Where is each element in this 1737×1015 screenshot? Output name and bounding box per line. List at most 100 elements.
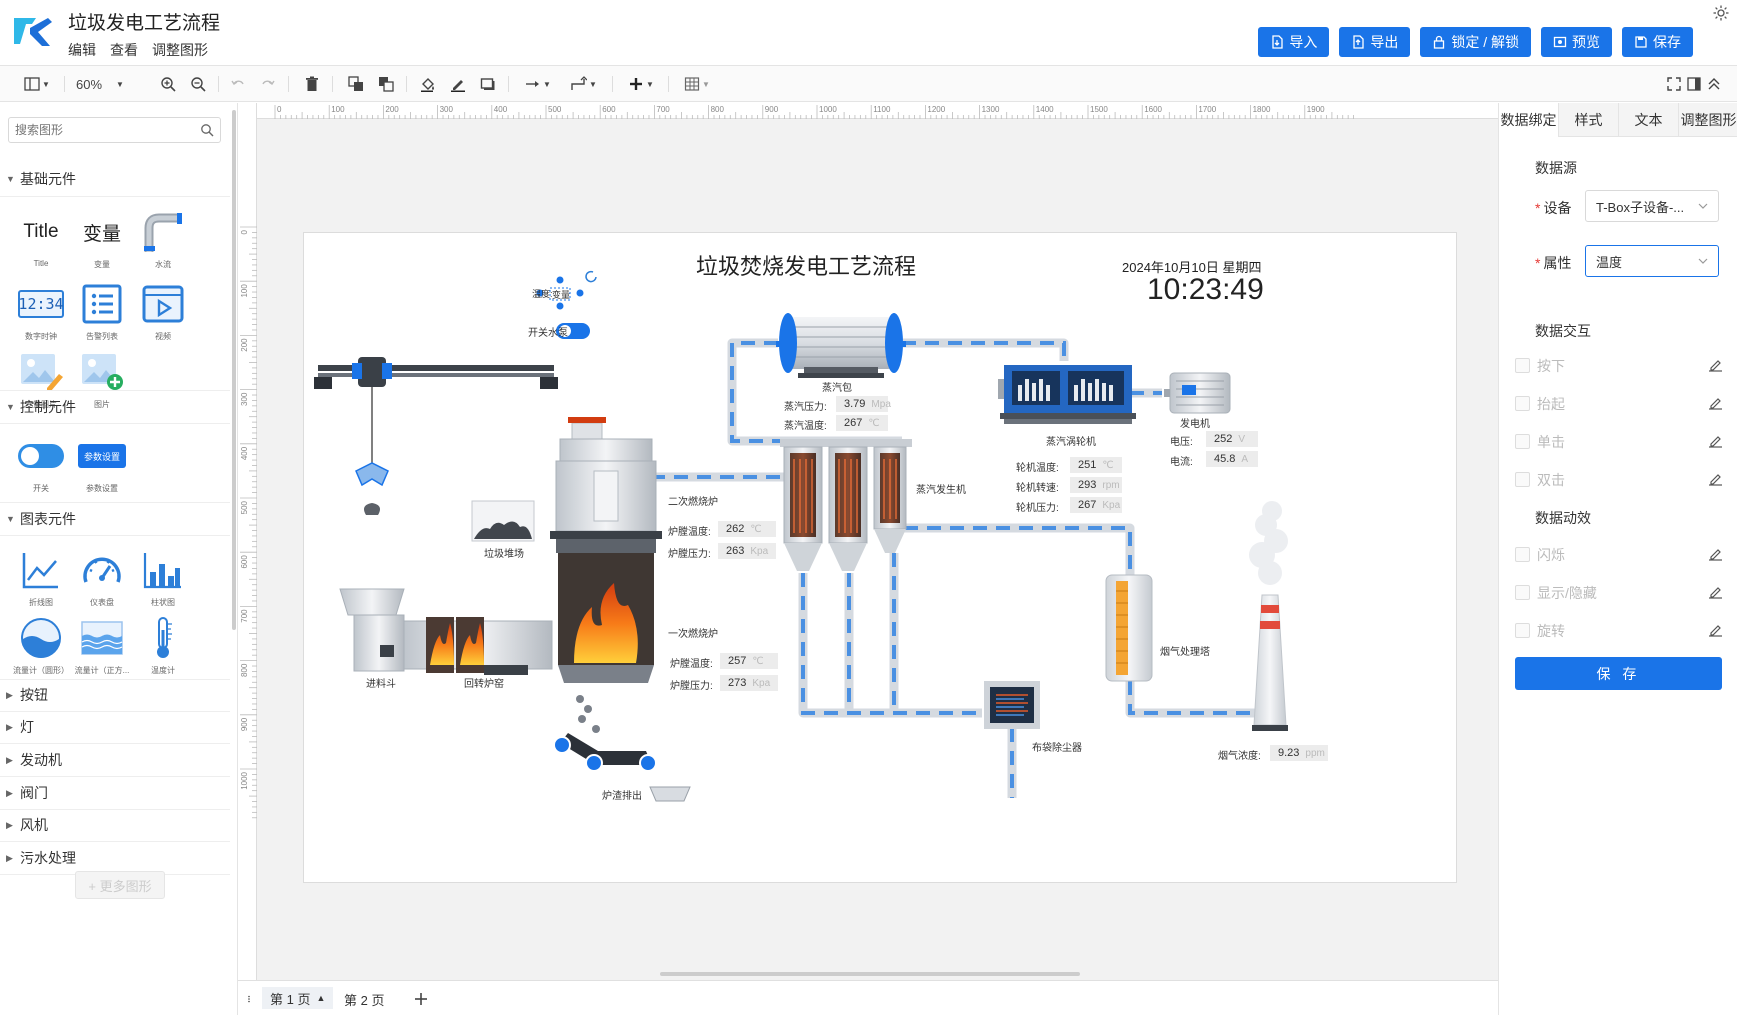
delete-button[interactable] [302,73,322,95]
shape-thermometer[interactable]: 温度计 [134,615,192,676]
save-header-button[interactable]: 保存 [1622,27,1693,57]
category-motor[interactable]: ▶发动机 [0,746,230,774]
shape-gauge[interactable]: 仪表盘 [73,547,131,608]
category-button[interactable]: ▶按钮 [0,681,230,709]
category-fan[interactable]: ▶风机 [0,811,230,839]
checkbox-click[interactable] [1515,434,1530,449]
shape-bar-chart[interactable]: 柱状图 [134,547,192,608]
diagram-date: 2024年10月10日 星期四 [1122,260,1262,275]
settings-sun-icon[interactable] [1713,5,1729,21]
undo-button[interactable] [228,73,248,95]
edit-icon[interactable] [1708,357,1723,372]
caret-right-icon: ▶ [6,787,13,798]
device-select[interactable]: T-Box子设备-... [1585,190,1719,222]
fullscreen-button[interactable] [1666,73,1682,95]
edit-icon[interactable] [1708,433,1723,448]
connector-style-button[interactable]: ▼ [520,73,556,95]
widget-temp-variable[interactable]: 变量 [552,290,571,300]
shape-alarm-list[interactable]: 告警列表 [73,281,131,342]
tab-text[interactable]: 文本 [1619,103,1679,137]
shape-search-input[interactable] [9,118,189,142]
shape-variable[interactable]: 变量 变量 [73,209,131,270]
checkbox-lift[interactable] [1515,396,1530,411]
edit-icon[interactable] [1708,584,1723,599]
zoom-out-button[interactable] [188,73,208,95]
category-control[interactable]: ▼控制元件 [0,393,230,421]
save-header-label: 保存 [1653,34,1681,50]
reading-label: 轮机转速: [1016,483,1059,494]
layout-toggle-button[interactable]: ▼ [20,73,54,95]
flowmeter-round-icon [21,618,61,658]
page-tab-1[interactable]: 第 1 页 ▲ [262,987,334,1011]
app-header: 垃圾发电工艺流程 编辑 查看 调整图形 导入 导出 锁定 / 解锁 预览 保存 [0,0,1737,66]
more-shapes-button[interactable]: + 更多图形 [75,871,165,899]
ruler-label: 300 [240,392,249,406]
waypoint-button[interactable]: ▼ [566,73,602,95]
line-color-button[interactable] [448,73,468,95]
import-button[interactable]: 导入 [1258,27,1330,57]
menu-edit[interactable]: 编辑 [68,42,96,58]
divider [0,809,230,810]
checkbox-rotate[interactable] [1515,623,1530,638]
category-basic[interactable]: ▼基础元件 [0,165,230,193]
checkbox-show-hide[interactable] [1515,585,1530,600]
zoom-in-button[interactable] [158,73,178,95]
ruler-label: 200 [385,105,399,114]
save-binding-button[interactable]: 保 存 [1515,657,1722,690]
pump-switch[interactable] [556,323,590,339]
edit-icon[interactable] [1708,622,1723,637]
collapse-button[interactable] [1706,73,1722,95]
shape-switch[interactable]: 开关 [12,433,70,494]
export-button[interactable]: 导出 [1339,27,1411,57]
tab-style[interactable]: 样式 [1559,103,1619,137]
shape-video[interactable]: 视频 [134,281,192,342]
label-bag-filter: 布袋除尘器 [1032,743,1082,754]
menu-view[interactable]: 查看 [110,42,138,58]
category-light[interactable]: ▶灯 [0,713,230,741]
ruler-label: 1000 [819,105,837,114]
add-page-button[interactable] [406,987,436,1011]
bring-front-button[interactable] [346,73,366,95]
shape-param-setting[interactable]: 参数设置 参数设置 [73,433,131,494]
chevron-up-double-icon [1708,78,1720,90]
page-tab-2[interactable]: 第 2 页 [336,987,392,1011]
shape-image[interactable]: 图片 [73,349,131,410]
insert-button[interactable]: ▼ [624,73,658,95]
shadow-button[interactable] [478,73,498,95]
checkbox-dblclick[interactable] [1515,472,1530,487]
shape-digital-clock[interactable]: 12:34 数字时钟 [12,281,70,342]
checkbox-flash[interactable] [1515,547,1530,562]
table-button[interactable]: ▼ [680,73,714,95]
preview-button[interactable]: 预览 [1541,27,1612,57]
shape-flowmeter-round[interactable]: 流量计（圆形） [12,615,70,676]
shape-variable-image[interactable]: 变量图片 [12,349,70,410]
send-back-button[interactable] [376,73,396,95]
shape-line-chart[interactable]: 折线图 [12,547,70,608]
canvas-scrollbar[interactable] [660,972,1080,976]
shape-title[interactable]: Title Title [12,209,70,268]
diagram-page[interactable]: 垃圾焚烧发电工艺流程 2024年10月10日 星期四 10:23:49 温度: … [303,232,1457,883]
redo-button[interactable] [258,73,278,95]
page-menu-button[interactable] [240,987,258,1011]
fill-color-button[interactable] [418,73,438,95]
sidebar-scrollbar[interactable] [232,110,236,630]
tab-adjust-shape[interactable]: 调整图形 [1680,112,1737,128]
attribute-select[interactable]: 温度 [1585,245,1719,277]
zoom-select[interactable]: 60% ▼ [76,73,138,95]
tab-data-binding[interactable]: 数据绑定 [1499,103,1559,137]
shape-flowmeter-square[interactable]: 流量计（正方... [73,615,131,676]
menu-adjust-shape[interactable]: 调整图形 [152,42,208,58]
shape-water-flow[interactable]: 水流 [134,209,192,270]
category-chart[interactable]: ▼图表元件 [0,505,230,533]
category-sewage[interactable]: ▶污水处理 [0,844,230,872]
edit-icon[interactable] [1708,471,1723,486]
format-panel-toggle[interactable] [1686,73,1702,95]
checkbox-press[interactable] [1515,358,1530,373]
edit-icon[interactable] [1708,395,1723,410]
category-valve[interactable]: ▶阀门 [0,779,230,807]
toolbar-divider [218,76,219,92]
search-icon[interactable] [200,123,214,137]
edit-icon[interactable] [1708,546,1723,561]
lock-unlock-button[interactable]: 锁定 / 解锁 [1420,27,1531,57]
toolbar-divider [508,76,509,92]
